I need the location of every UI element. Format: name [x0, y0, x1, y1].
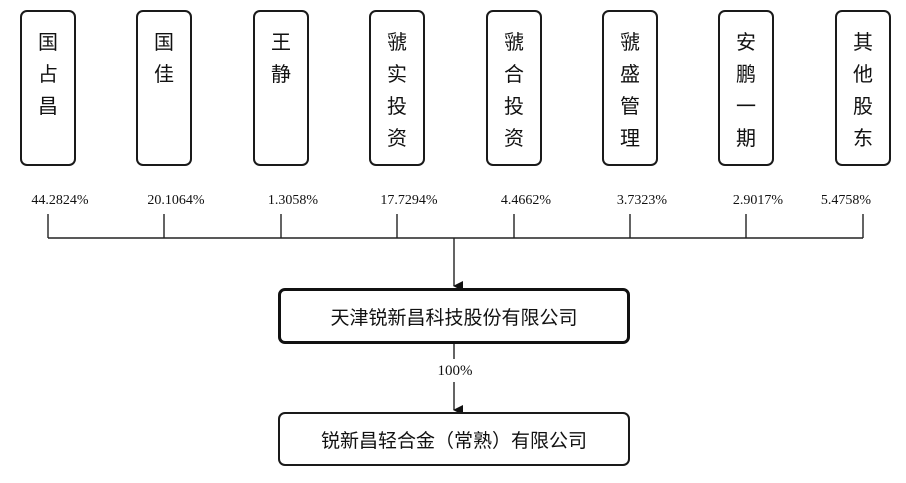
- shareholder-box-4: 虢实投资: [369, 10, 425, 166]
- shareholder-name: 其他股东: [853, 30, 873, 150]
- shareholding-percent-3: 1.3058%: [267, 193, 319, 208]
- shareholder-box-2: 国佳: [136, 10, 192, 166]
- shareholder-box-7: 安鹏一期: [718, 10, 774, 166]
- shareholder-name: 安鹏一期: [736, 30, 756, 150]
- shareholding-percent-7: 2.9017%: [732, 193, 784, 208]
- parent-company-name: 天津锐新昌科技股份有限公司: [330, 306, 578, 329]
- shareholding-percent-2: 20.1064%: [147, 193, 205, 208]
- shareholder-box-5: 虢合投资: [486, 10, 542, 166]
- shareholding-percent-5: 4.4662%: [500, 193, 552, 208]
- shareholder-box-1: 国占昌: [20, 10, 76, 166]
- subsidiary-ownership-percent: 100%: [437, 363, 473, 379]
- subsidiary-company-name: 锐新昌轻合金（常熟）有限公司: [320, 429, 587, 452]
- shareholding-percent-6: 3.7323%: [616, 193, 668, 208]
- shareholder-box-8: 其他股东: [835, 10, 891, 166]
- parent-company-box: 天津锐新昌科技股份有限公司: [278, 288, 630, 344]
- shareholder-name: 国占昌: [38, 30, 58, 118]
- subsidiary-company-box: 锐新昌轻合金（常熟）有限公司: [278, 412, 630, 466]
- shareholder-name: 虢实投资: [387, 30, 407, 150]
- shareholder-box-6: 虢盛管理: [602, 10, 658, 166]
- shareholder-name: 虢盛管理: [620, 30, 640, 150]
- shareholder-box-3: 王静: [253, 10, 309, 166]
- shareholding-percent-4: 17.7294%: [380, 193, 438, 208]
- shareholder-name: 虢合投资: [504, 30, 524, 150]
- shareholding-percent-1: 44.2824%: [31, 193, 89, 208]
- shareholder-name: 王静: [271, 30, 291, 86]
- shareholding-percent-8: 5.4758%: [820, 193, 872, 208]
- shareholder-name: 国佳: [154, 30, 174, 86]
